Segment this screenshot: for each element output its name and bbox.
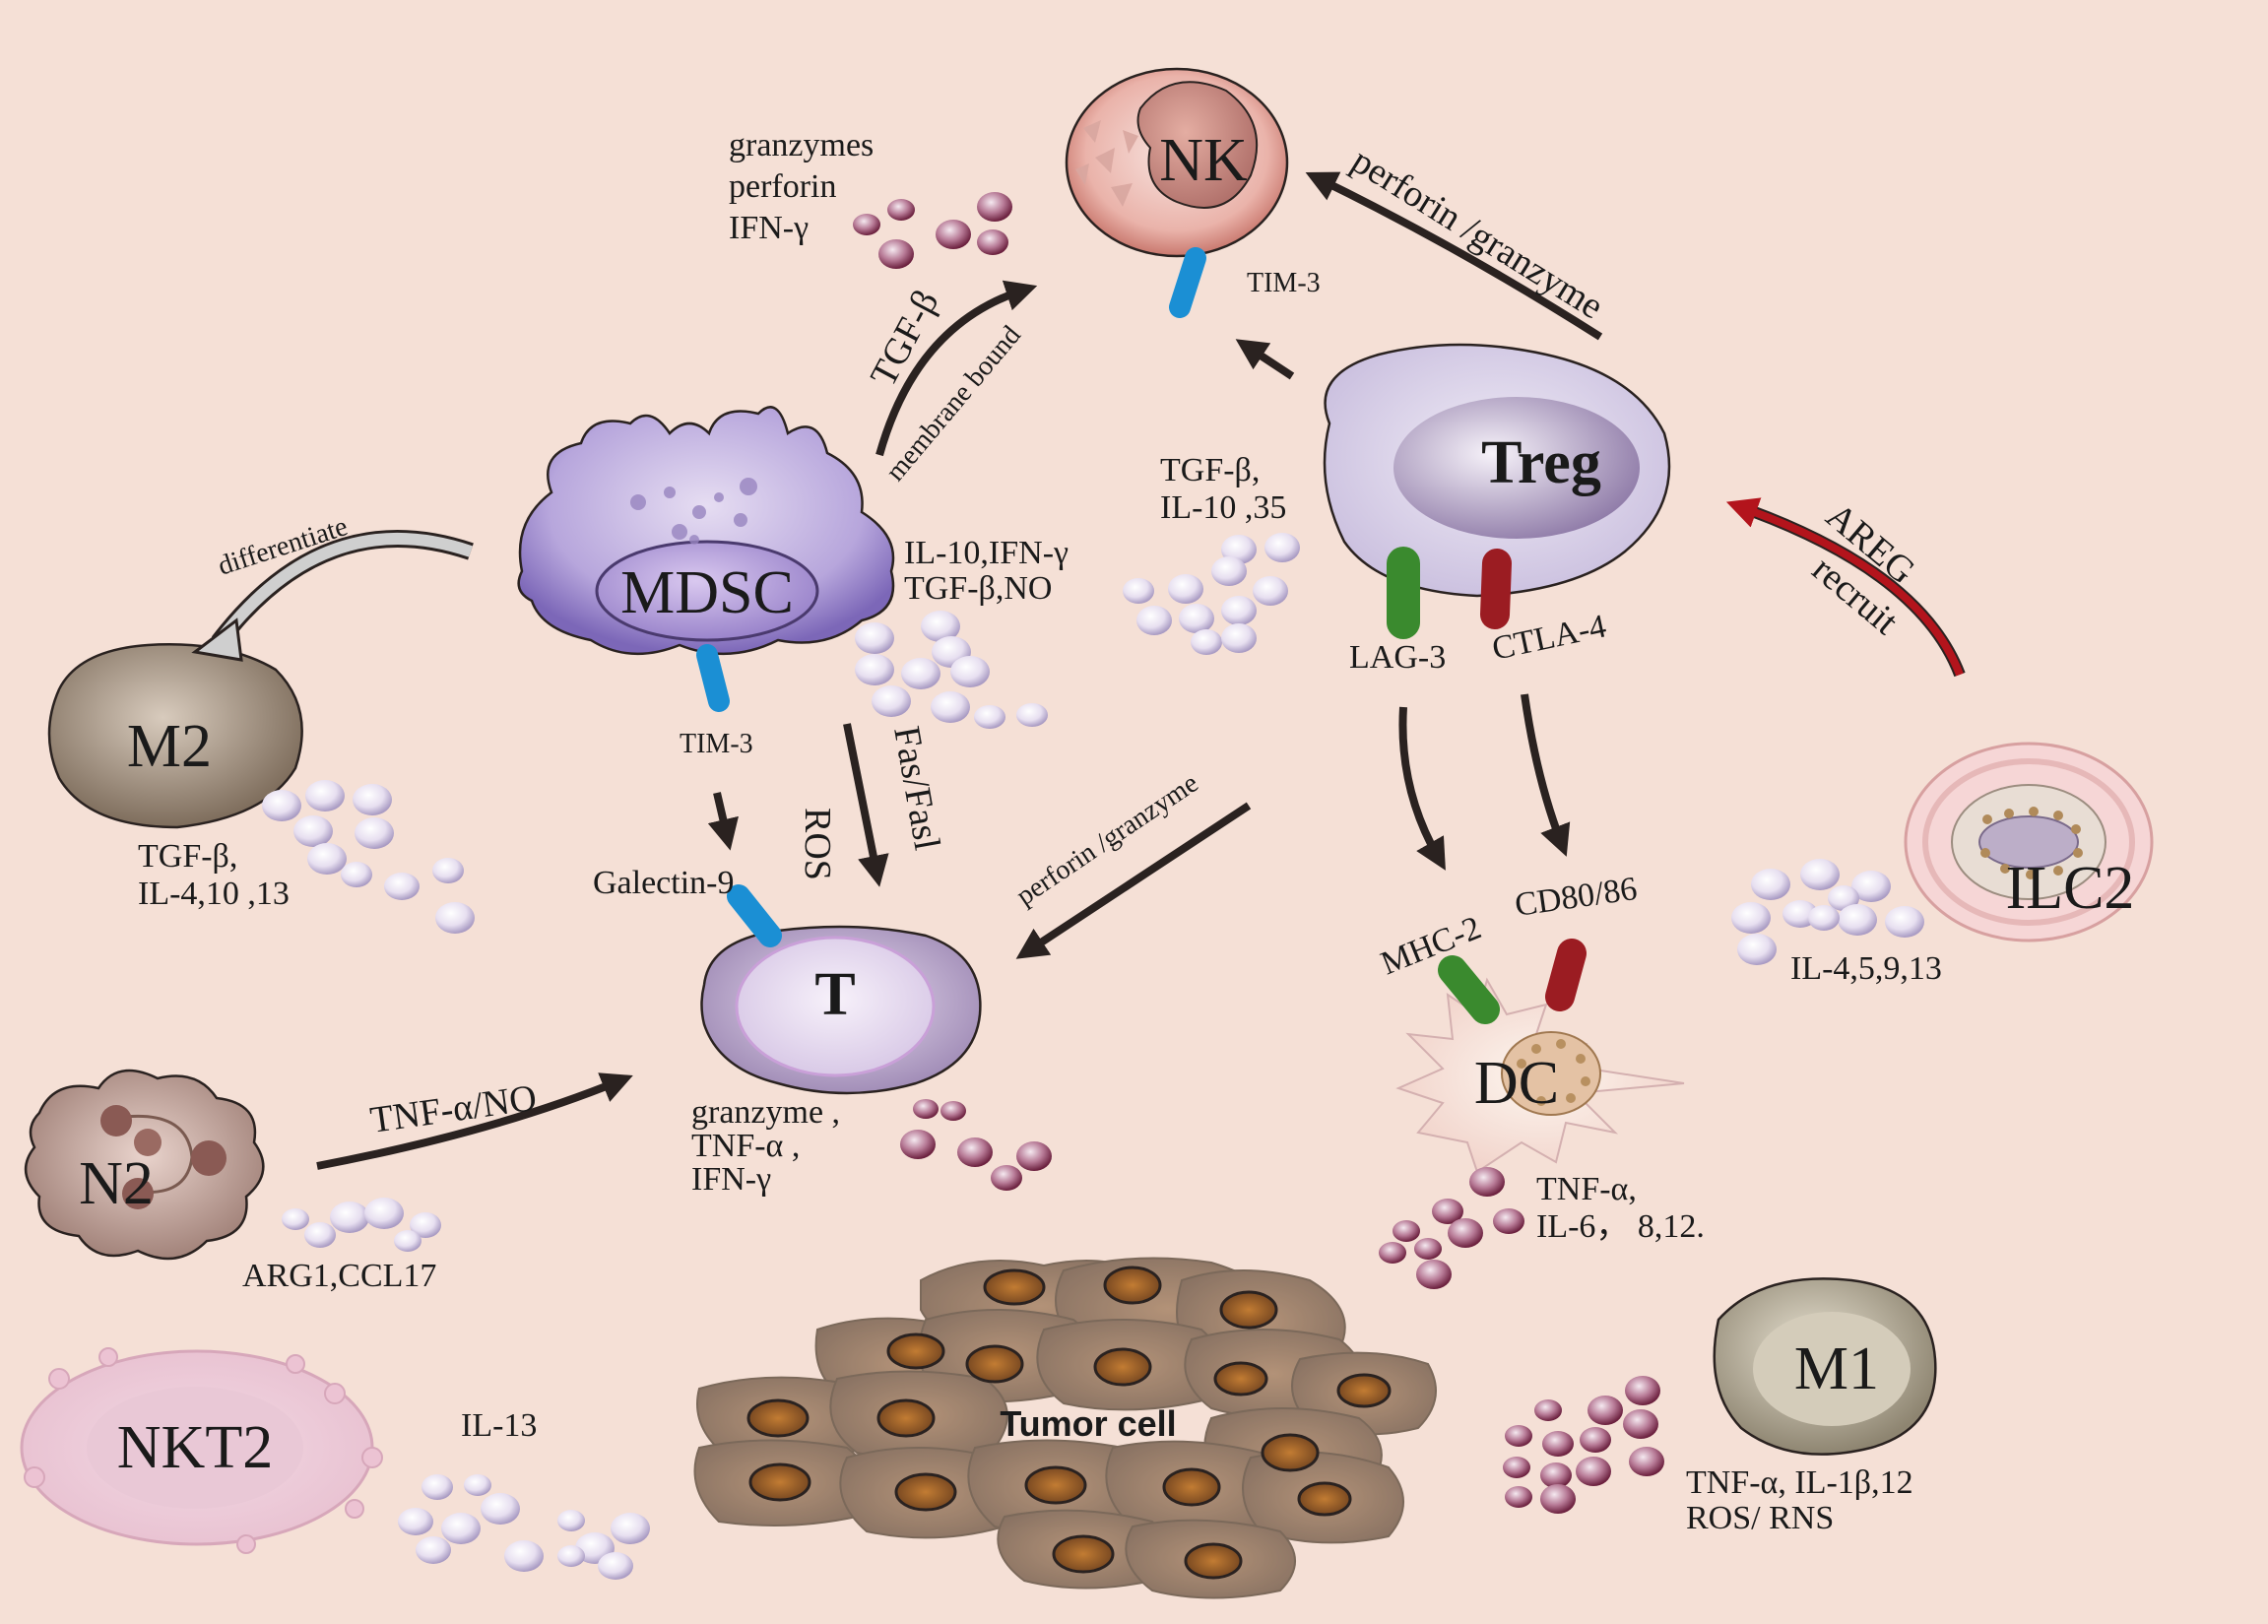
mdsc-tim3-receptor xyxy=(696,644,730,712)
m1-secretion-text: TNF-α, IL-1β,12 ROS/ RNS xyxy=(1686,1464,1913,1536)
ilc2-label: ILC2 xyxy=(2006,855,2135,922)
tgf-beta-label: TGF-β xyxy=(863,284,947,393)
arrow-n2-to-t xyxy=(316,1072,633,1170)
nkt2-label: NKT2 xyxy=(117,1414,273,1481)
nk-secretion-line-3: IFN-γ xyxy=(729,210,809,246)
to-t-label: perforin /granzyme xyxy=(1011,768,1204,912)
n2-label: N2 xyxy=(79,1150,154,1217)
nk-vesicles xyxy=(853,192,1012,269)
t-label: T xyxy=(814,961,855,1028)
ilc2-vesicles xyxy=(1731,859,1924,965)
dc-secretion-line-1: TNF-α, xyxy=(1536,1171,1637,1207)
t-secretion-line-3: IFN-γ xyxy=(691,1161,771,1198)
arrows: TGF-β membrane bound perforin /granzyme … xyxy=(191,140,1966,1170)
fas-label: Fas/Fasl xyxy=(885,723,947,853)
n2-cell: N2 xyxy=(25,1069,265,1261)
m1-cell: M1 xyxy=(1713,1277,1937,1456)
treg-to-nk-label: perforin /granzyme xyxy=(1344,140,1610,327)
m2-secretion-line-1: TGF-β, xyxy=(138,838,237,875)
dc-cell: DC MHC-2 CD80/86 xyxy=(1376,871,1685,1174)
arrow-lag3-to-dc xyxy=(1398,706,1446,871)
n2-secretion-text: ARG1,CCL17 xyxy=(242,1258,436,1294)
arrow-treg-to-nk-short xyxy=(1235,339,1295,380)
ilc2-cell: ILC2 xyxy=(1904,742,2154,942)
treg-secretion-text: TGF-β, IL-10 ,35 xyxy=(1160,452,1286,526)
m2-secretion-line-2: IL-4,10 ,13 xyxy=(138,876,290,912)
arrow-mdsc-to-nk xyxy=(875,280,1038,457)
arrow-differentiate xyxy=(214,533,473,646)
nk-secretion-line-1: granzymes xyxy=(729,127,874,163)
cd80-receptor xyxy=(1545,939,1587,1011)
arrow-tim3-to-galectin xyxy=(707,792,739,851)
treg-label: Treg xyxy=(1481,429,1601,496)
nkt2-secretion-text: IL-13 xyxy=(461,1407,537,1444)
mdsc-label: MDSC xyxy=(620,559,794,626)
nkt2-vesicles xyxy=(398,1474,650,1580)
m2-label: M2 xyxy=(127,713,212,780)
mdsc-cell: MDSC TIM-3 xyxy=(517,406,895,759)
mdsc-secretion-line-1: IL-10,IFN-γ xyxy=(904,535,1069,571)
nk-tim3-receptor xyxy=(1169,247,1206,318)
nkt2-cell: NKT2 xyxy=(20,1347,383,1554)
m2-cell: M2 xyxy=(47,643,303,829)
arrow-perforin-to-nk xyxy=(1305,171,1603,341)
treg-vesicles xyxy=(1123,533,1300,655)
arrow-differentiate-head xyxy=(191,617,243,662)
treg-secretion-line-1: TGF-β, xyxy=(1160,452,1260,488)
lag3-label: LAG-3 xyxy=(1349,639,1446,676)
nk-cell: NK TIM-3 xyxy=(1065,67,1321,318)
n2-vesicles xyxy=(282,1198,441,1252)
nk-secretion-text: granzymes perforin IFN-γ xyxy=(729,127,874,246)
nk-receptor-label: TIM-3 xyxy=(1247,268,1321,298)
dc-vesicles xyxy=(1379,1167,1524,1289)
arrow-mdsc-to-t xyxy=(843,723,889,887)
ilc2-secretion-text: IL-4,5,9,13 xyxy=(1790,950,1942,987)
nk-secretion-line-2: perforin xyxy=(729,168,837,205)
galectin-label: Galectin-9 xyxy=(593,865,735,901)
mdsc-secretion-text: IL-10,IFN-γ TGF-β,NO xyxy=(904,535,1069,607)
t-secretion-text: granzyme , TNF-α , IFN-γ xyxy=(691,1094,840,1198)
m1-secretion-line-2: ROS/ RNS xyxy=(1686,1500,1834,1536)
t-secretion-line-1: granzyme , xyxy=(691,1094,840,1131)
arrow-perforin-to-t xyxy=(1015,802,1252,959)
t-cell: T Galectin-9 xyxy=(593,865,982,1095)
ctla4-receptor xyxy=(1480,549,1512,629)
tumor-mass: Tumor cell xyxy=(693,1257,1437,1599)
dc-label: DC xyxy=(1474,1050,1559,1117)
treg-cell: Treg LAG-3 CTLA-4 xyxy=(1323,343,1671,676)
mdsc-secretion-line-2: TGF-β,NO xyxy=(904,570,1052,607)
m1-label: M1 xyxy=(1794,1335,1879,1402)
dc-secretion-text: TNF-α, IL-6， 8,12. xyxy=(1536,1171,1705,1245)
ros-label: ROS xyxy=(797,808,838,880)
tumor-label: Tumor cell xyxy=(1000,1403,1176,1444)
dc-secretion-line-2: IL-6， 8,12. xyxy=(1536,1208,1705,1245)
m1-vesicles xyxy=(1503,1376,1664,1514)
arrow-areg-to-treg xyxy=(1725,497,1964,677)
mhc2-receptor xyxy=(1438,955,1500,1024)
nk-label: NK xyxy=(1159,127,1248,194)
m1-secretion-line-1: TNF-α, IL-1β,12 xyxy=(1686,1464,1913,1501)
t-vesicles xyxy=(900,1099,1052,1191)
cd80-label: CD80/86 xyxy=(1513,871,1640,924)
t-secretion-line-2: TNF-α , xyxy=(691,1128,800,1164)
treg-secretion-line-2: IL-10 ,35 xyxy=(1160,489,1286,526)
arrow-ctla4-to-dc xyxy=(1521,693,1571,857)
mdsc-vesicles xyxy=(855,611,1048,729)
galectin-receptor xyxy=(727,884,782,947)
mdsc-receptor-label: TIM-3 xyxy=(680,729,753,759)
m2-vesicles xyxy=(262,780,475,934)
m2-secretion-text: TGF-β, IL-4,10 ,13 xyxy=(138,838,290,912)
